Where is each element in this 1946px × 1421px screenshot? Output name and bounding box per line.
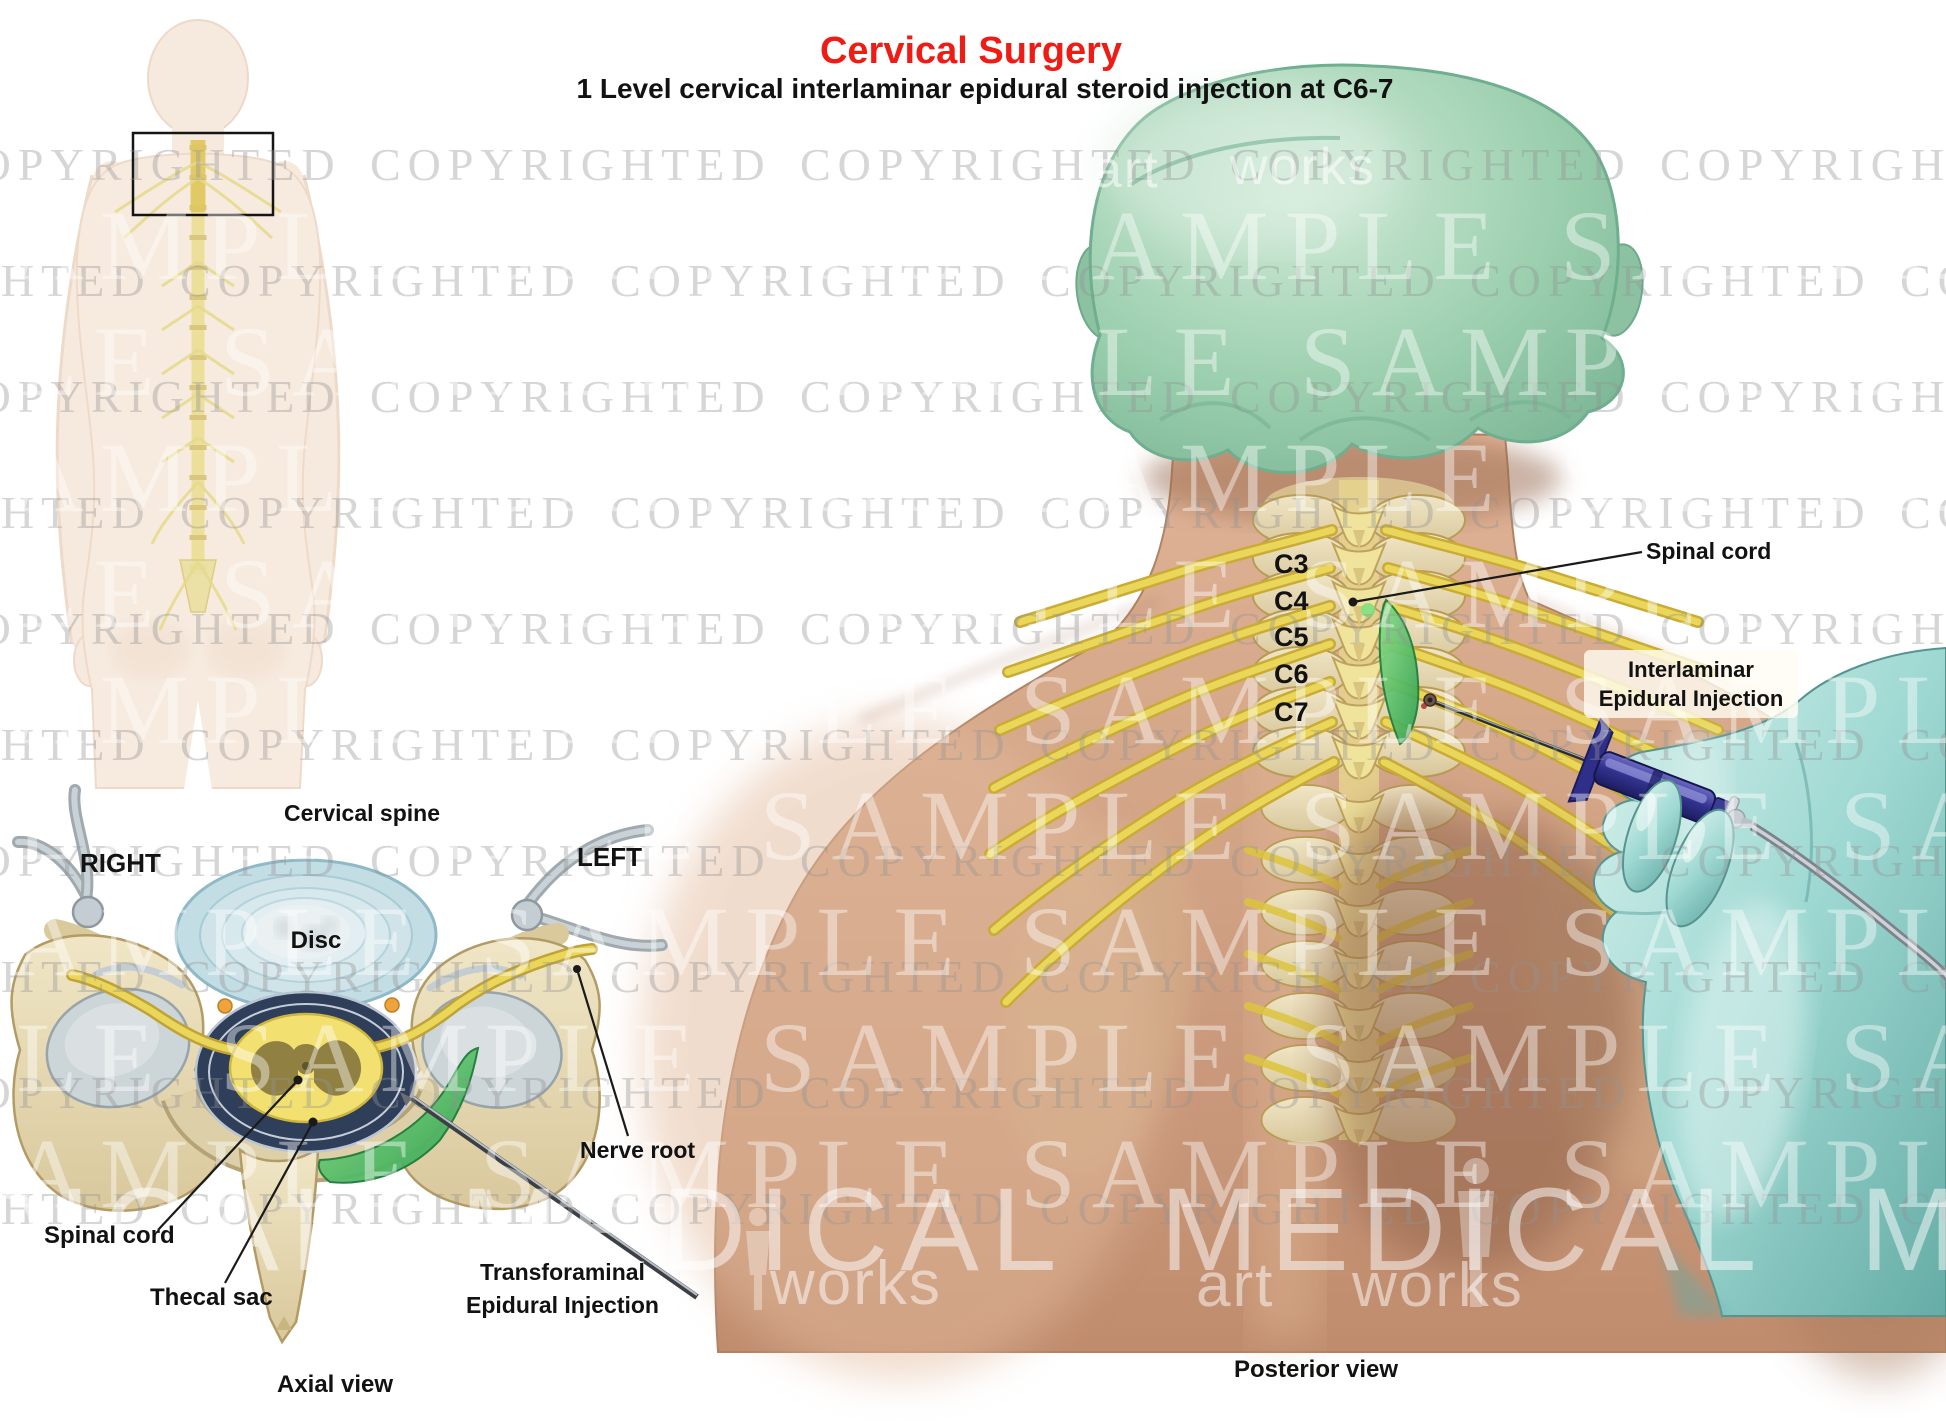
epidural-target-highlight (1378, 598, 1420, 746)
transforaminal-injection-line2: Epidural Injection (466, 1292, 659, 1318)
transforaminal-injection-line1: Transforaminal (480, 1259, 645, 1285)
vertebra-label-c3: C3 (1274, 549, 1309, 579)
posterior-caption: Posterior view (1233, 1356, 1399, 1383)
nerve-root-label: Nerve root (580, 1137, 696, 1163)
body-overview-inset (55, 19, 341, 790)
interlaminar-needle (1421, 693, 1587, 762)
vertebra-label-c5: C5 (1274, 622, 1309, 652)
glove-fingers-front (1621, 779, 1735, 928)
inset-nerve-web (114, 160, 282, 631)
page-title: Cervical Surgery (819, 30, 1123, 72)
page-subtitle: 1 Level cervical interlaminar epidural s… (576, 73, 1394, 104)
vertebra-label-c6: C6 (1274, 659, 1309, 689)
vertebral-vessels (12, 784, 668, 952)
syringe-tubing (1749, 822, 1946, 983)
axial-view-illustration (10, 784, 699, 1345)
thecal-sac-leader (224, 1121, 314, 1284)
posterior-spinal-cord-leader (1352, 550, 1643, 604)
posterior-spinal-cord-label: Spinal cord (1646, 538, 1772, 564)
surgical-cap (1075, 63, 1644, 474)
axial-spinal-cord-leader (157, 1079, 299, 1231)
vertebra-label-c7: C7 (1274, 697, 1309, 727)
interlaminar-injection-label: Interlaminar Epidural Injection (1584, 650, 1798, 718)
axial-right-marker: RIGHT (80, 848, 161, 878)
transforaminal-needle (400, 1092, 699, 1300)
spinal-cord-axial (228, 1012, 384, 1124)
vertebra-label-c4: C4 (1274, 586, 1309, 616)
axial-heading: Cervical spine (284, 800, 440, 826)
interlaminar-injection-line2: Epidural Injection (1598, 686, 1784, 711)
cervical-region-highlight-box (131, 131, 275, 217)
epidural-space-highlight (317, 1046, 480, 1184)
hand-shadow (1324, 801, 1636, 1269)
interlaminar-injection-line1: Interlaminar (1628, 657, 1754, 682)
disc (174, 858, 438, 1012)
thecal-sac-label: Thecal sac (150, 1284, 273, 1311)
disc-label: Disc (290, 927, 342, 954)
transforaminal-injection-label: Transforaminal Epidural Injection (455, 1256, 670, 1322)
axial-left-marker: LEFT (577, 842, 642, 872)
axial-spinal-cord-label: Spinal cord (44, 1222, 175, 1249)
axial-caption: Axial view (276, 1371, 394, 1398)
nerve-root-leader (575, 968, 630, 1137)
